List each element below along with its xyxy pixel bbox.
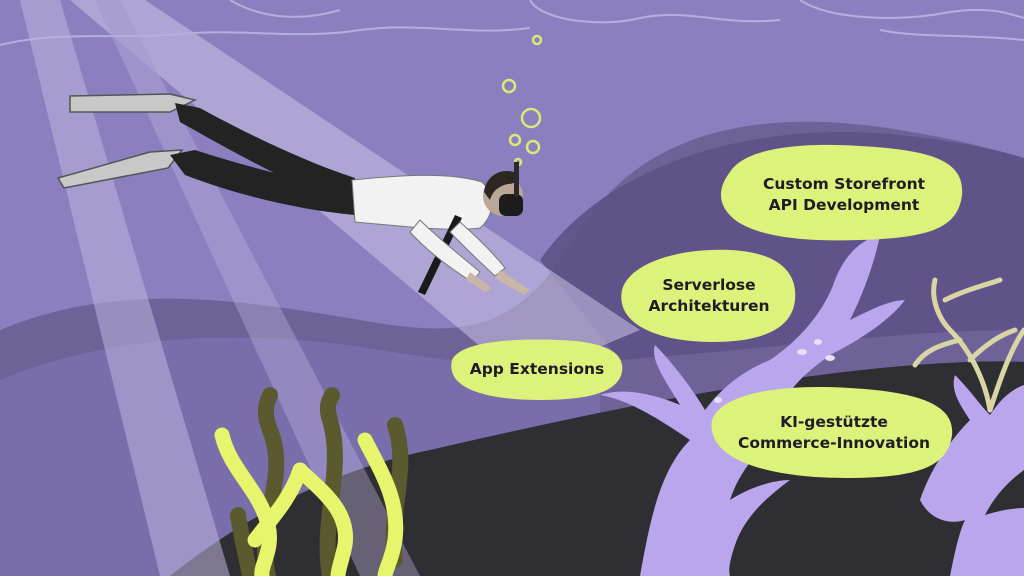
label-line: Commerce-Innovation: [737, 434, 931, 452]
wave-line: [879, 29, 1024, 41]
bubble: [531, 34, 543, 46]
bubble: [501, 78, 517, 94]
diver-hand: [495, 270, 530, 295]
wave-line: [529, 0, 781, 24]
wave-line: [799, 0, 1024, 19]
coral-spot: [825, 355, 835, 361]
diver-snorkel: [514, 162, 519, 196]
seaweed-strand: [247, 462, 308, 548]
surface-waves: [0, 0, 1024, 46]
coral-spots: [714, 339, 835, 403]
coral-spot: [714, 397, 722, 403]
label-serverless: Serverlose Architekturen: [620, 258, 798, 334]
diver-mask: [499, 194, 523, 216]
label-line: App Extensions: [469, 359, 605, 378]
bubble: [508, 133, 522, 147]
coral-branch: [920, 375, 1024, 576]
yellow-seaweed: [214, 427, 404, 576]
label-line: KI-gestützte: [780, 413, 888, 431]
coral-branch: [967, 327, 1018, 363]
label-ki-commerce: KI-gestützte Commerce-Innovation: [712, 396, 956, 470]
diver-leg: [170, 150, 355, 215]
seaweed-strand: [319, 387, 343, 576]
coral-spot: [797, 349, 807, 355]
bubble: [525, 139, 541, 155]
bubble: [520, 107, 542, 129]
label-line: Serverlose: [662, 276, 756, 294]
label-app-extensions: App Extensions: [450, 344, 624, 394]
label-line: Architekturen: [648, 297, 770, 315]
coral-branch: [931, 277, 993, 413]
light-beam: [20, 0, 230, 576]
blob-storefront: [720, 144, 963, 241]
blob-serverless: [621, 249, 796, 342]
seaweed-strand: [292, 462, 353, 576]
label-line: API Development: [768, 196, 920, 214]
diver-hair: [484, 170, 518, 200]
diver-figure: [56, 93, 530, 295]
label-custom-storefront: Custom Storefront API Development: [726, 158, 962, 232]
coral-branch: [912, 337, 963, 368]
diver-hand: [466, 272, 492, 292]
coral-branch: [987, 327, 1024, 413]
label-line: Custom Storefront: [762, 175, 926, 193]
seaweed-strand: [230, 507, 258, 576]
wave-line: [0, 26, 531, 46]
diver-leg: [175, 103, 355, 205]
cream-coral: [912, 277, 1024, 413]
blob-app-extensions: [451, 339, 623, 400]
diver-fin: [69, 93, 198, 113]
seaweed-strand: [357, 432, 404, 576]
wave-line: [229, 0, 341, 18]
coral-spot: [814, 339, 822, 345]
blob-ki: [711, 387, 953, 478]
coral-branch: [942, 277, 1003, 303]
